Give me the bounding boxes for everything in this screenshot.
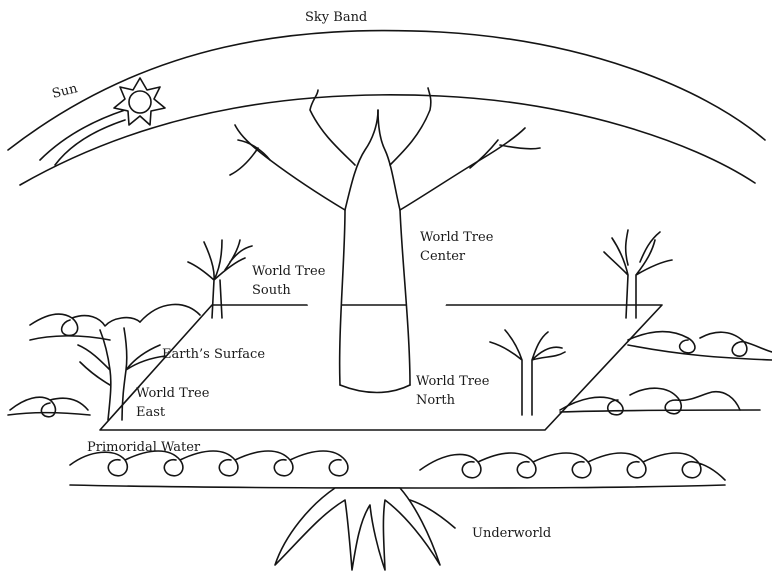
world-tree-north-label: World Tree North xyxy=(416,372,489,410)
world-tree-north xyxy=(490,330,565,415)
world-tree-east-label: World Tree East xyxy=(136,384,209,422)
world-tree-north-label-line2: North xyxy=(416,391,489,410)
world-tree-east-label-line2: East xyxy=(136,403,209,422)
world-tree-south xyxy=(188,240,252,318)
world-tree-center-label-line1: World Tree xyxy=(420,228,493,247)
underworld-label: Underworld xyxy=(472,524,551,543)
sun-icon xyxy=(114,78,165,125)
world-tree-north-label-line1: World Tree xyxy=(416,372,489,391)
world-tree-center-label: World Tree Center xyxy=(420,228,493,266)
earths-surface-label: Earth’s Surface xyxy=(162,345,265,364)
world-tree-center-label-line2: Center xyxy=(420,247,493,266)
world-tree-south-label: World Tree South xyxy=(252,262,325,300)
world-tree-center xyxy=(230,88,540,393)
underworld-roots xyxy=(275,488,455,570)
world-tree-east-label-line1: World Tree xyxy=(136,384,209,403)
world-tree-south-label-line2: South xyxy=(252,281,325,300)
sky-band-label: Sky Band xyxy=(305,8,367,27)
primordial-water-label: Primoridal Water xyxy=(87,438,200,457)
world-tree-south-label-line1: World Tree xyxy=(252,262,325,281)
